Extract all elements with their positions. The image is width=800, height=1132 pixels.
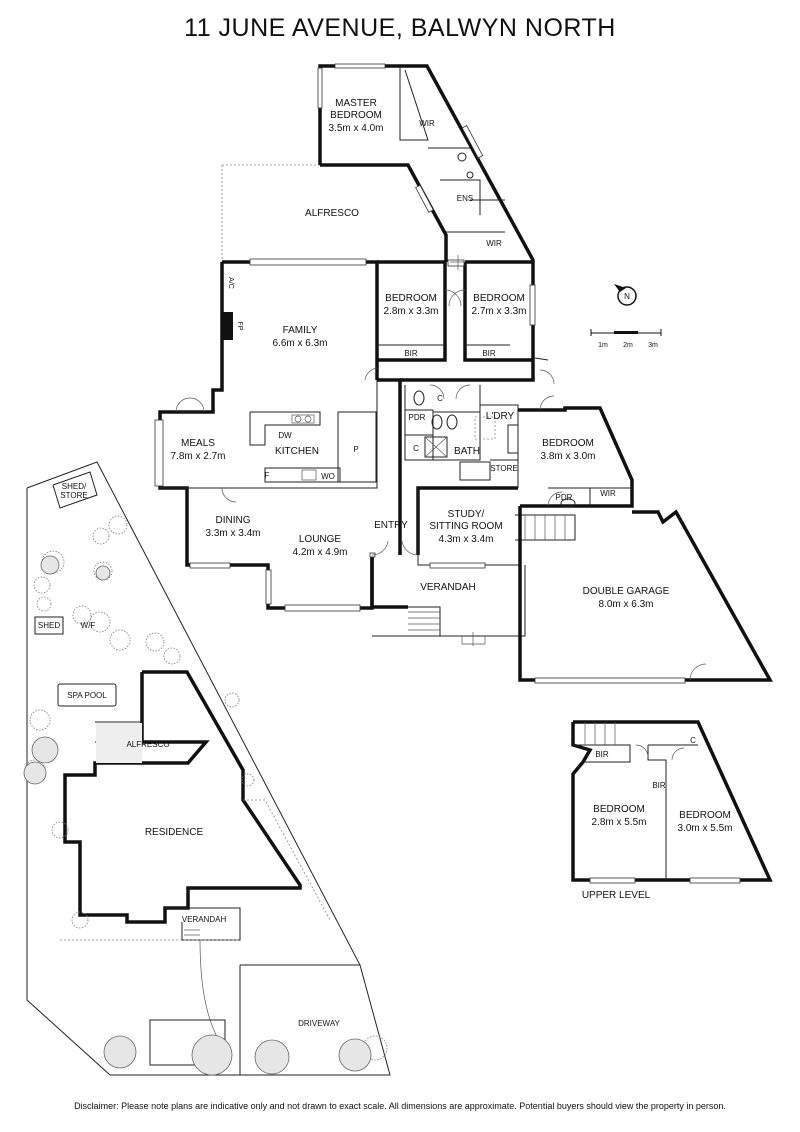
shed-store-label-1: SHED/: [62, 482, 87, 491]
entry-label: ENTRY: [374, 520, 408, 531]
upper-bedroom-b-dim: 3.0m x 5.5m: [677, 823, 732, 834]
fridge-label: F: [265, 471, 270, 480]
bedroom-c-label: BEDROOM: [542, 438, 594, 449]
scale-1m: 1m: [598, 342, 608, 349]
verandah-label: VERANDAH: [420, 582, 476, 593]
scale-2m: 2m: [623, 342, 633, 349]
c-label-1: C: [437, 394, 443, 403]
residence-label: RESIDENCE: [145, 827, 204, 838]
pantry-label: P: [353, 445, 358, 454]
driveway-label: DRIVEWAY: [298, 1019, 340, 1028]
bedroom-a-label: BEDROOM: [385, 293, 437, 304]
upper-bir-label: BIR: [595, 750, 609, 759]
spa-pool-label: SPA POOL: [67, 691, 107, 700]
upper-level-labels: BIR C BIR BEDROOM 2.8m x 5.5m BEDROOM 3.…: [582, 736, 733, 901]
residence-outline: [63, 670, 302, 924]
disclaimer: Disclaimer: Please note plans are indica…: [74, 1101, 726, 1111]
bedroom-b-label: BEDROOM: [473, 293, 525, 304]
upper-bedroom-a-label: BEDROOM: [593, 804, 645, 815]
page-title: 11 JUNE AVENUE, BALWYN NORTH: [184, 14, 616, 42]
family-dim: 6.6m x 6.3m: [272, 338, 327, 349]
bath-label: BATH: [454, 446, 480, 457]
site-labels: SHED/ STORE SHED W/F SPA POOL ALFRESCO R…: [38, 482, 341, 1028]
bedroom-b-dim: 2.7m x 3.3m: [471, 306, 526, 317]
study-dim: 4.3m x 3.4m: [438, 534, 493, 545]
scale-3m: 3m: [648, 342, 658, 349]
wir-label: WIR: [419, 119, 435, 128]
garden-trees: [23, 515, 388, 1076]
dw-label: DW: [278, 431, 292, 440]
master-bedroom-dim: 3.5m x 4.0m: [328, 123, 383, 134]
dining-label: DINING: [216, 515, 251, 526]
meals-dim: 7.8m x 2.7m: [170, 451, 225, 462]
tree-icon: [191, 1034, 233, 1076]
main-floor-plan: [154, 63, 773, 684]
upper-c-label: C: [690, 736, 696, 745]
study-label-1: STUDY/: [448, 509, 485, 520]
site-plan: [23, 461, 391, 1076]
stair-marker: [450, 255, 466, 270]
meals-label: MEALS: [181, 438, 215, 449]
upper-bedroom-b-label: BEDROOM: [679, 810, 731, 821]
family-label: FAMILY: [283, 325, 318, 336]
upper-level-label: UPPER LEVEL: [582, 890, 651, 901]
shed-label: SHED: [38, 621, 60, 630]
dining-dim: 3.3m x 3.4m: [205, 528, 260, 539]
upper-bedroom-a-dim: 2.8m x 5.5m: [591, 817, 646, 828]
garage-label: DOUBLE GARAGE: [583, 586, 670, 597]
wo-label: WO: [321, 472, 335, 481]
alfresco-label: ALFRESCO: [305, 208, 359, 219]
master-bedroom-label-1: MASTER: [335, 98, 377, 109]
bedroom-a-dim: 2.8m x 3.3m: [383, 306, 438, 317]
site-boundary: [26, 461, 391, 1076]
ens-label: ENS: [457, 194, 473, 203]
garage-walls: [518, 506, 773, 682]
site-alfresco-label: ALFRESCO: [126, 740, 169, 749]
wir-label-3: WIR: [600, 489, 616, 498]
upper-bir-label-2: BIR: [652, 781, 666, 790]
study-label-2: SITTING ROOM: [429, 521, 502, 532]
laundry-label: L'DRY: [486, 411, 515, 422]
ac-label: A/C: [227, 277, 234, 289]
lounge-dim: 4.2m x 4.9m: [292, 547, 347, 558]
pdr-label-2: PDR: [556, 493, 573, 502]
lounge-label: LOUNGE: [299, 534, 342, 545]
compass-and-scale: N 1m 2m 3m: [590, 284, 662, 349]
bedroom-c-dim: 3.8m x 3.0m: [540, 451, 595, 462]
kitchen-label: KITCHEN: [275, 446, 319, 457]
wir-label-2: WIR: [486, 239, 502, 248]
fp-label: FP: [236, 322, 243, 331]
upper-level-plan: [571, 720, 773, 884]
store-label: STORE: [490, 464, 517, 473]
family-walls: [222, 260, 379, 380]
c-label-2: C: [413, 444, 419, 453]
shed-store-label-2: STORE: [60, 491, 87, 500]
room-labels: MASTER BEDROOM 3.5m x 4.0m WIR ENS WIR A…: [170, 98, 669, 610]
site-verandah-label: VERANDAH: [182, 915, 227, 924]
garage-dim: 8.0m x 6.3m: [598, 599, 653, 610]
north-compass-icon: [617, 286, 637, 306]
master-bedroom-label-2: BEDROOM: [330, 110, 382, 121]
wf-label: W/F: [81, 621, 96, 630]
north-label: N: [624, 292, 630, 301]
pdr-label: PDR: [409, 413, 426, 422]
bir-label-b: BIR: [482, 349, 496, 358]
bir-label-a: BIR: [404, 349, 418, 358]
